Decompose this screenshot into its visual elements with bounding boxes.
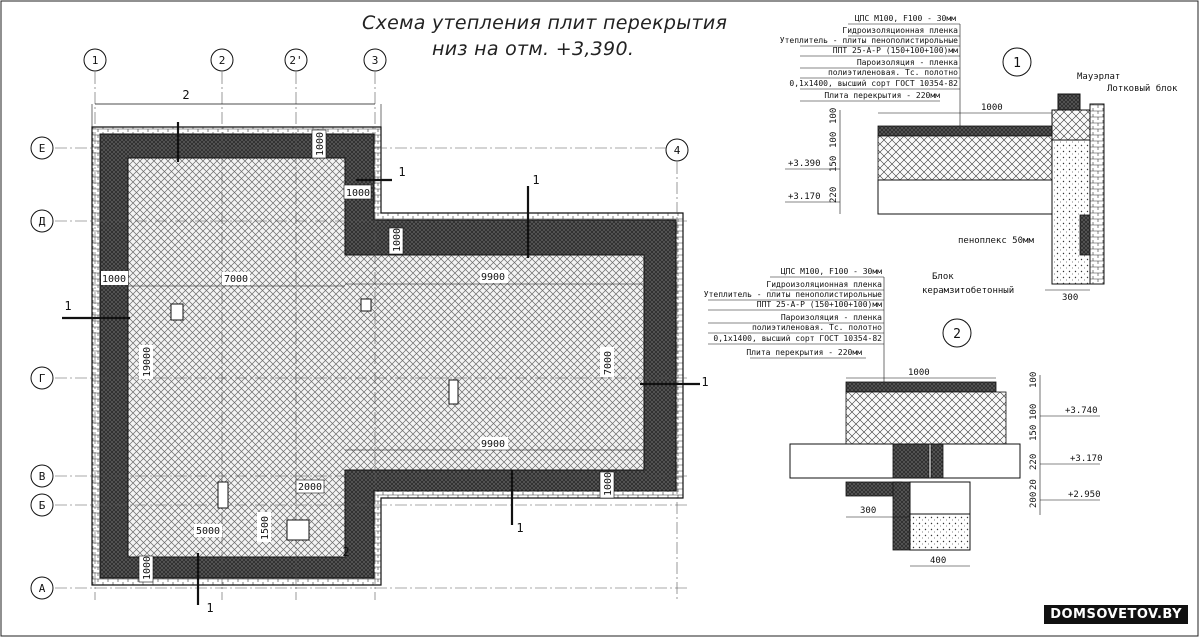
detail2-layer-6: 0,1х1400, высший сорт ГОСТ 10354-82 <box>713 334 882 343</box>
detail1-layer-0: ЦПС М100, F100 - 30мм <box>855 14 956 23</box>
d1-level-1: +3.390 <box>788 159 821 169</box>
dim-1000-left: 1000 <box>102 274 126 285</box>
d1-dim-100: 100 <box>829 108 839 124</box>
axis-label-2: 2 <box>219 54 226 67</box>
drawing-title-line2: низ на отм. +3,390. <box>432 38 635 60</box>
dim-1000-top: 1000 <box>315 132 326 156</box>
section-mark-bottom-left: 1 <box>206 601 213 615</box>
section-mark-bottom-notch: 2 <box>342 545 349 559</box>
axis-label-D: Д <box>39 215 46 228</box>
detail2-layer-0: ЦПС М100, F100 - 30мм <box>781 267 882 276</box>
d2-level-1: +3.740 <box>1065 406 1098 416</box>
d1-dim-150: 150 <box>829 156 839 172</box>
axis-label-B: Б <box>39 499 46 512</box>
dim-2000: 2000 <box>298 482 322 493</box>
d2-level-3: +2.950 <box>1068 490 1101 500</box>
site-watermark: DOMSOVETOV.BY <box>1044 605 1188 624</box>
detail1-layer-6: 0,1х1400, высший сорт ГОСТ 10354-82 <box>789 79 958 88</box>
d1-dim-220: 220 <box>829 187 839 203</box>
axis-label-1: 1 <box>92 54 99 67</box>
detail2-layer-2: Утеплитель - плиты пенополистирольные <box>704 290 882 299</box>
d1-dim-1000: 1000 <box>981 103 1003 113</box>
detail1-layer-1: Гидроизоляционная пленка <box>842 26 958 35</box>
detail2-number: 2 <box>953 327 961 342</box>
axis-label-G: Г <box>39 372 46 385</box>
d1-dim-300: 300 <box>1062 293 1078 303</box>
axis-label-3: 3 <box>372 54 379 67</box>
dim-7000: 7000 <box>224 274 248 285</box>
dim-5000: 5000 <box>196 526 220 537</box>
axis-label-V: В <box>39 470 46 483</box>
detail1-layer-7: Плита перекрытия - 220мм <box>824 91 940 100</box>
detail1-layer-3: ППТ 25-А-Р (150+100+100)мм <box>833 46 958 55</box>
detail2-layer-3: ППТ 25-А-Р (150+100+100)мм <box>757 300 882 309</box>
detail2-layer-7: Плита перекрытия - 220мм <box>746 348 862 357</box>
dim-1000-right-notch: 1000 <box>346 188 370 199</box>
dim-9900-bottom: 9900 <box>481 439 505 450</box>
d2-dim-20: 20 <box>1029 479 1039 490</box>
d2-dim-100: 100 <box>1029 372 1039 388</box>
detail-1: 1 ЦПС М100, F100 - 30мм Гидроизоляционна… <box>780 14 1178 303</box>
axis-label-A: А <box>39 582 46 595</box>
mauerlat <box>1057 93 1081 111</box>
section-mark-right-upper: 1 <box>398 165 405 179</box>
axis-label-4: 4 <box>674 144 681 157</box>
detail2-layer-4: Пароизоляция - пленка <box>781 313 882 322</box>
label-penoplex: пеноплекс 50мм <box>958 236 1034 246</box>
detail1-layer-5: полиэтиленовая. Тс. полотно <box>828 68 958 77</box>
detail2-layer-1: Гидроизоляционная пленка <box>766 280 882 289</box>
floor-plan: 1 2 2' 3 4 Е Д Г В Б А <box>30 48 709 615</box>
d2-dim-200: 200 <box>1029 492 1039 508</box>
dim-7000-right: 7000 <box>603 351 614 375</box>
detail1-layer-2: Утеплитель - плиты пенополистирольные <box>780 36 958 45</box>
d2-dim-300: 300 <box>860 506 876 516</box>
dim-1500: 1500 <box>260 516 271 540</box>
section-mark-left: 1 <box>64 299 71 313</box>
label-mauerlat: Мауэрлат <box>1077 72 1120 82</box>
dim-1000-bottom-right: 1000 <box>603 472 614 496</box>
dim-1000-step: 1000 <box>392 228 403 252</box>
dim-19000: 19000 <box>142 347 153 377</box>
d1-level-2: +3.170 <box>788 192 821 202</box>
axis-label-E: Е <box>39 142 46 155</box>
d2-dim-1000: 1000 <box>908 368 930 378</box>
tray-block <box>1051 109 1091 141</box>
d2-dim-150: 150 <box>1029 425 1039 441</box>
dim-1000-bottom-left: 1000 <box>142 556 153 580</box>
detail1-number: 1 <box>1013 56 1021 71</box>
axis-label-2prime: 2' <box>289 54 302 67</box>
section-mark-top-step: 1 <box>532 173 539 187</box>
section-mark-right: 1 <box>701 375 708 389</box>
section-mark-bottom-center: 1 <box>516 521 523 535</box>
label-block-2: керамзитобетонный <box>922 285 1014 296</box>
d2-dim-400: 400 <box>930 556 946 566</box>
dim-9900-top: 9900 <box>481 272 505 283</box>
detail1-layer-4: Пароизоляция - пленка <box>857 58 958 67</box>
label-tray-block: Лотковый блок <box>1107 83 1178 94</box>
d1-dim-100b: 100 <box>829 132 839 148</box>
d2-dim-220: 220 <box>1029 454 1039 470</box>
section-mark-top: 2 <box>182 88 189 102</box>
drawing-title-line1: Схема утепления плит перекрытия <box>362 12 728 34</box>
d2-dim-100b: 100 <box>1029 404 1039 420</box>
d2-level-2: +3.170 <box>1070 454 1103 464</box>
detail-2: 2 ЦПС М100, F100 - 30мм Гидроизоляционна… <box>704 267 1103 567</box>
detail2-layer-5: полиэтиленовая. Тс. полотно <box>752 323 882 332</box>
label-block-1: Блок <box>932 272 954 282</box>
